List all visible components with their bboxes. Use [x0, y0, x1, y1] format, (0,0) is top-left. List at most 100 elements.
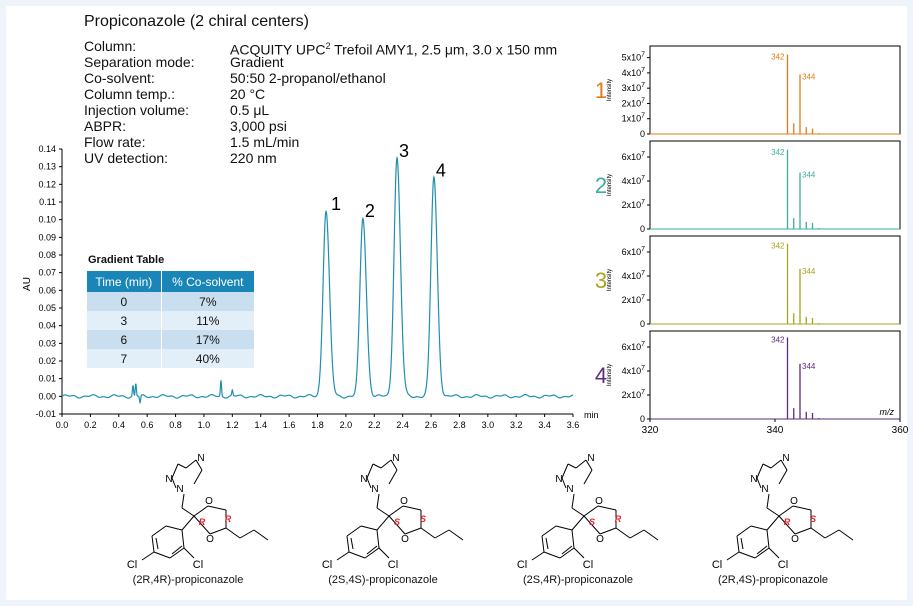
- bond: [778, 505, 794, 517]
- bond: [750, 525, 768, 531]
- bond: [388, 515, 406, 535]
- y-tick-label: 0.13: [38, 162, 56, 172]
- bond: [756, 477, 762, 489]
- atom-label: O: [596, 534, 604, 545]
- spectrum-bar-label: 342: [771, 148, 785, 157]
- bond: [376, 529, 380, 549]
- bond: [778, 469, 788, 485]
- y-tick-label: 0.12: [38, 179, 56, 189]
- bond: [434, 529, 450, 539]
- bond: [390, 459, 398, 471]
- tick-mantissa: 2x10: [622, 390, 642, 400]
- atom-label: Cl: [388, 559, 398, 571]
- x-tick-label: 2.4: [396, 420, 409, 430]
- spectrum-y-tick-label: 1x107: [622, 113, 646, 124]
- atom-label: O: [595, 496, 603, 507]
- atom-label: S: [810, 514, 816, 524]
- bond: [762, 463, 772, 469]
- param-value: 20 °C: [230, 86, 265, 102]
- spectrum-y-tick-label: 4x107: [622, 365, 646, 376]
- atom-label: N: [750, 474, 757, 485]
- y-tick-label: 0.01: [38, 374, 56, 384]
- bond: [388, 505, 404, 517]
- bond: [571, 507, 585, 517]
- bond: [420, 527, 436, 539]
- bond: [768, 547, 780, 559]
- tick-mantissa: 3x10: [622, 83, 642, 93]
- bond: [643, 529, 659, 541]
- y-tick-label: 0.08: [38, 250, 56, 260]
- bond: [181, 515, 195, 531]
- bond: [543, 551, 561, 559]
- tick-mantissa: 4x10: [622, 366, 642, 376]
- bond: [541, 525, 557, 537]
- param-label: Co-solvent:: [84, 70, 155, 86]
- bond: [531, 551, 545, 561]
- bond: [545, 537, 549, 550]
- gradient-header-time: Time (min): [87, 271, 162, 292]
- x-tick-label: 3.4: [538, 420, 551, 430]
- bond: [366, 545, 378, 555]
- bond: [181, 493, 185, 509]
- spectrum-y-axis-label: Intensity: [607, 79, 613, 101]
- bond: [766, 515, 780, 531]
- bond: [193, 505, 209, 517]
- tick-exponent: 7: [641, 67, 645, 74]
- structure-caption: (2R,4S)-propiconazole: [717, 574, 829, 586]
- param-value-text: 50:50 2-propanol/ethanol: [230, 70, 386, 86]
- bond: [350, 537, 354, 550]
- bond: [824, 529, 840, 539]
- param-value-text: 0.5 μL: [230, 102, 270, 118]
- bond: [778, 515, 796, 535]
- bond: [738, 551, 756, 559]
- bond: [153, 551, 171, 559]
- tick-exponent: 7: [641, 175, 645, 182]
- gradient-cosolvent-cell: 11%: [161, 311, 254, 330]
- peak-label: 3: [399, 141, 409, 161]
- x-tick-label: 0.8: [169, 420, 182, 430]
- x-tick-label: 3.6: [567, 420, 580, 430]
- bond: [583, 505, 599, 517]
- spectrum-y-tick-label: 6x107: [622, 246, 646, 257]
- bond: [766, 493, 770, 509]
- bond: [402, 505, 422, 511]
- param-value-text: 220 nm: [230, 150, 277, 166]
- param-value: 50:50 2-propanol/ethanol: [230, 70, 386, 86]
- bond: [171, 477, 177, 489]
- bond: [766, 507, 780, 517]
- atom-label: Cl: [712, 559, 722, 571]
- spectrum-x-tick-label: 340: [767, 425, 784, 436]
- bond: [571, 493, 575, 509]
- spectrum-y-axis-label: Intensity: [607, 174, 613, 196]
- bond: [766, 529, 770, 549]
- atom-label: O: [206, 534, 214, 545]
- atom-label: O: [791, 534, 799, 545]
- atom-label: R: [225, 514, 232, 524]
- atom-label: Cl: [778, 559, 788, 571]
- atom-label: Cl: [583, 559, 593, 571]
- x-tick-label: 1.6: [283, 420, 296, 430]
- atom-label: Cl: [517, 559, 527, 571]
- y-axis-label: AU: [22, 277, 33, 291]
- tick-exponent: 7: [641, 389, 645, 396]
- spectrum-y-tick-label: 2x107: [622, 389, 646, 400]
- spectrum-y-tick-label: 3x107: [622, 82, 646, 93]
- tick-mantissa: 2x10: [622, 98, 642, 108]
- spectrum-panel: 01x1072x1073x1074x1075x107Intensity13423…: [595, 45, 901, 139]
- tick-exponent: 7: [641, 294, 645, 301]
- spectrum-bar-label: 344: [802, 72, 816, 81]
- x-tick-label: 3.0: [482, 420, 495, 430]
- bond: [599, 527, 617, 535]
- bond: [171, 545, 183, 555]
- bond: [726, 551, 740, 561]
- bond: [348, 551, 366, 559]
- bond: [380, 459, 392, 469]
- y-tick-label: 0.02: [38, 356, 56, 366]
- atom-label: N: [360, 474, 367, 485]
- bond: [561, 463, 569, 479]
